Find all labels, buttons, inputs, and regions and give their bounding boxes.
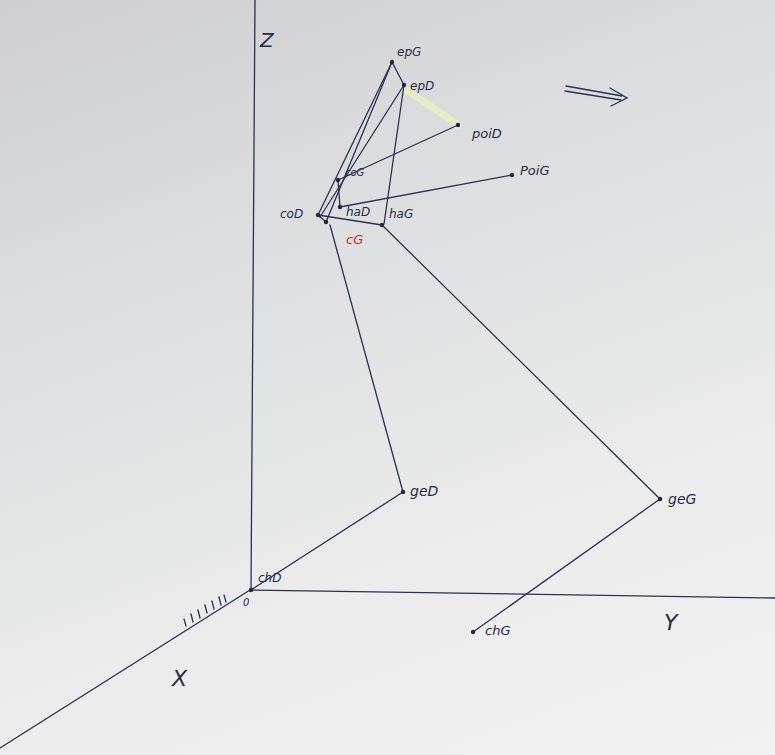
point-name: haD [346,206,370,218]
point-name: coD [280,208,303,220]
x-axis [0,590,250,748]
point-name: haG [389,208,413,220]
joint-dots [249,60,662,634]
origin-label: 0 [243,598,249,608]
point-name: epG [397,46,421,58]
point-name: geD [410,484,438,498]
point-name: coG [345,168,364,178]
point-name: chD [258,572,281,584]
point-name: epD [410,80,434,92]
axis-name: X [172,668,187,690]
point-name: PoiG [520,164,549,177]
point-name: cG [346,233,363,246]
z-axis [251,0,255,590]
axis-name: Y [664,612,677,634]
axis-ticks [184,595,226,626]
upper-body [318,62,512,225]
point-name: geG [668,492,696,506]
direction-arrow [565,86,627,106]
y-axis [250,590,775,598]
highlight-segment [404,88,458,125]
point-name: poiD [472,127,502,140]
legs [251,225,660,632]
point-name: chG [485,624,510,637]
axis-name: Z [260,30,274,50]
